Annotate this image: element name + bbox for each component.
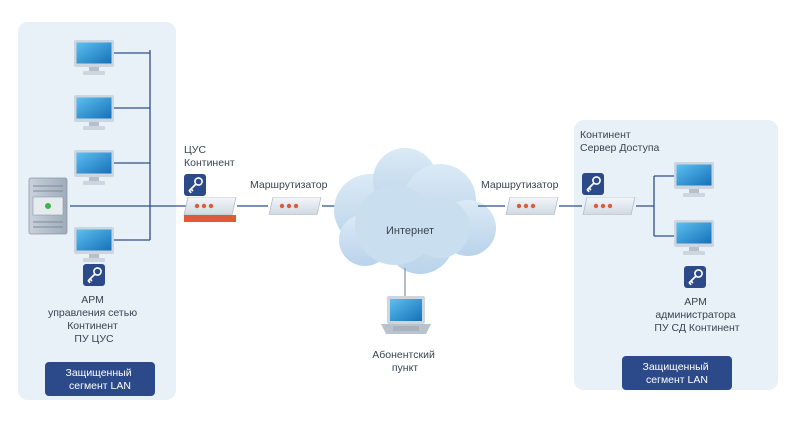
right-lan-badge: Защищенный сегмент LAN	[622, 356, 732, 390]
continent-gateway-left	[183, 197, 237, 222]
router-right-label: Маршрутизатор	[481, 179, 559, 191]
access-server-gateway-icon	[582, 197, 636, 215]
left-lan-wiring	[70, 50, 186, 241]
cloud-label: Интернет	[386, 225, 434, 237]
svg-text:Защищенный сегмент LAN: Защищенный сегмент LAN	[66, 367, 135, 392]
left-lan-badge: Защищенный сегмент LAN	[45, 362, 155, 396]
left-protected-zone	[18, 22, 176, 400]
router-left-label: Маршрутизатор	[250, 179, 328, 191]
access-server-label: Континент Сервер Доступа	[580, 129, 660, 154]
router-icon	[505, 197, 559, 215]
server-tower-icon	[28, 177, 68, 235]
controller-label: ЦУС Континент	[184, 144, 235, 169]
key-icon	[582, 173, 604, 195]
key-icon	[684, 266, 706, 288]
svg-text:Защищенный сегмент LAN: Защищенный сегмент LAN	[643, 361, 712, 386]
key-icon	[184, 174, 206, 196]
router-icon	[268, 197, 322, 215]
subscriber-label: Абонентский пункт	[372, 349, 437, 374]
left-workstation-label: АРМ управления сетью Континент ПУ ЦУС	[48, 294, 140, 345]
right-lan-wiring	[636, 175, 676, 237]
right-protected-zone	[574, 120, 778, 390]
key-icon	[83, 264, 105, 286]
cloud-icon	[334, 148, 496, 274]
right-workstation-label: АРМ администратора ПУ СД Континент	[654, 296, 739, 334]
laptop-icon	[381, 296, 431, 334]
